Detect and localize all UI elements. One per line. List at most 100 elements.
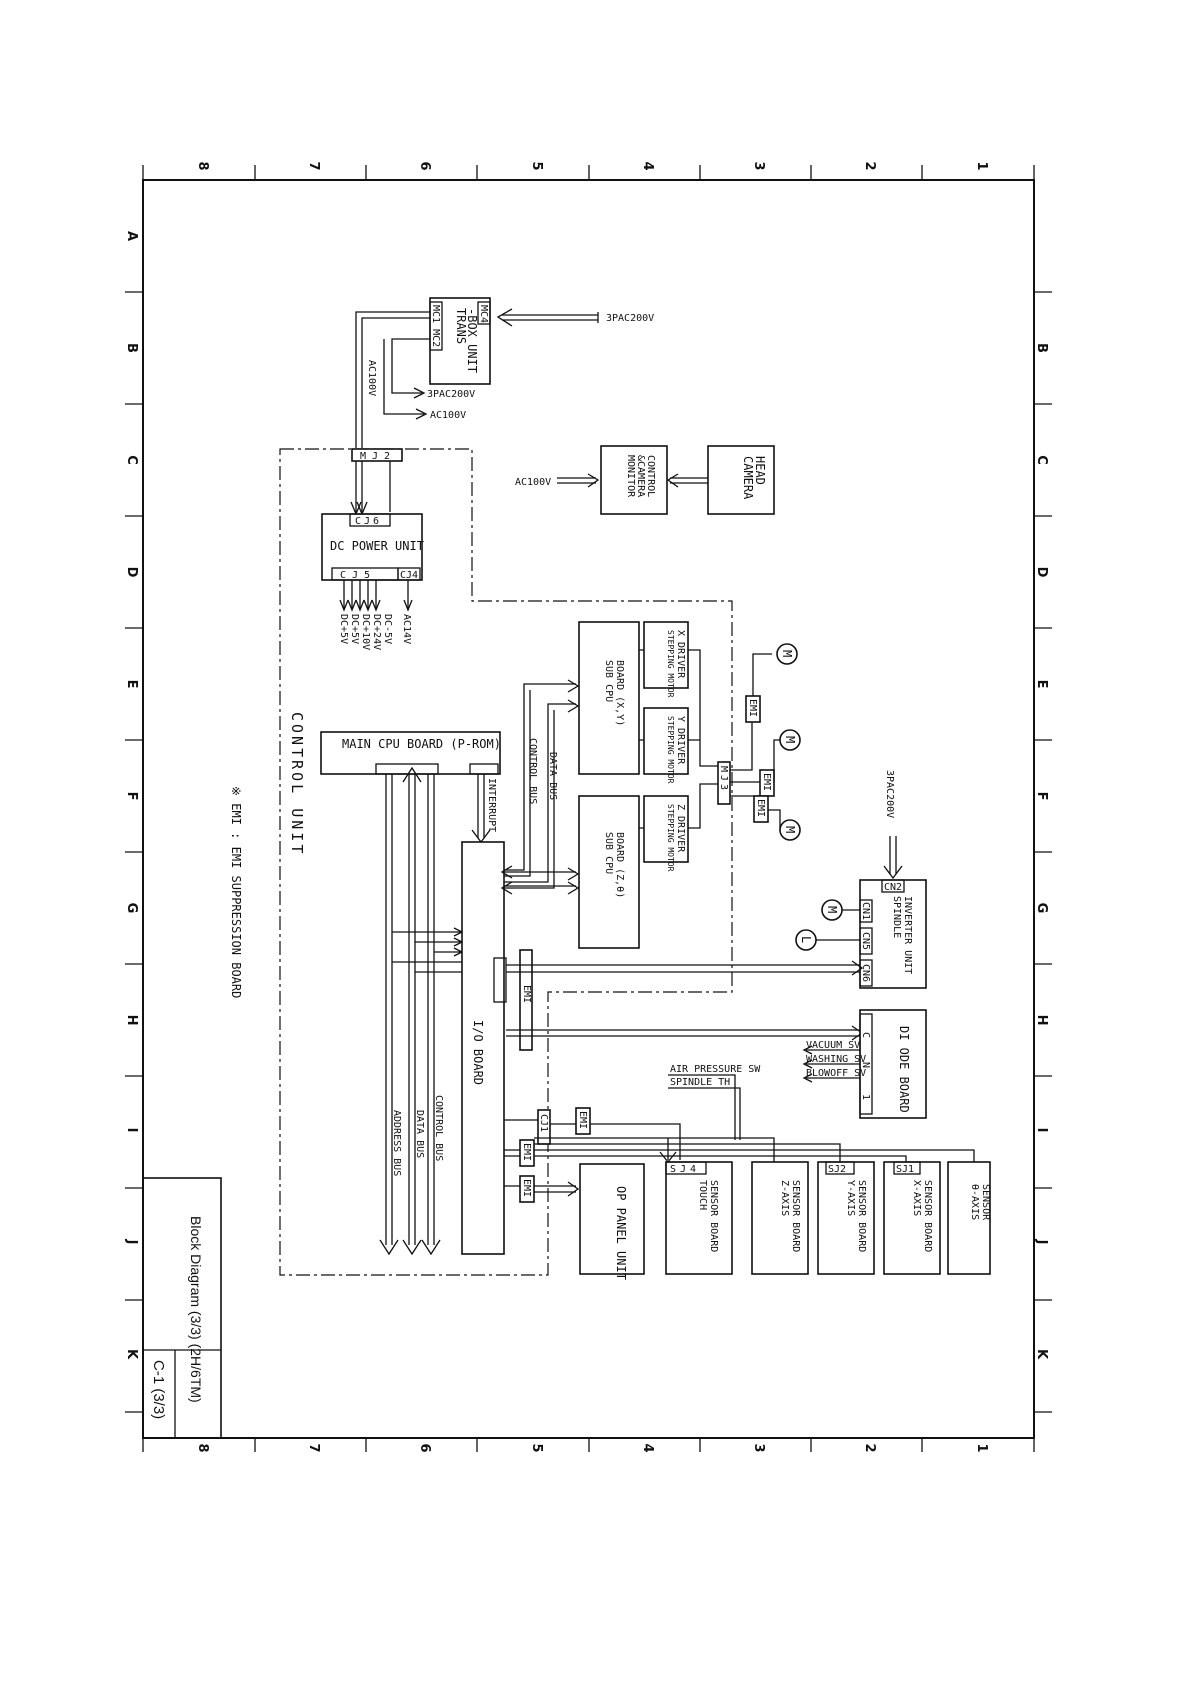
- row-label: J: [1034, 1239, 1049, 1245]
- arrow-3pac200v-out: [413, 387, 426, 399]
- op-panel-unit: OP PANEL UNIT: [579, 1163, 645, 1280]
- dc-outputs: DC+5V DC+5V DC+10V DC+24V DC-5V AC14V: [338, 580, 413, 650]
- svg-text:M: M: [825, 906, 839, 913]
- label-3pac200v-spindle: 3PAC200V: [884, 770, 895, 818]
- dc-power-label: DC POWER UNIT: [330, 539, 424, 553]
- col-label: 6: [417, 1443, 432, 1452]
- svg-text:X-AXIS SENSOR BOARD: X-AXIS SENSOR BOARD: [911, 1180, 933, 1252]
- connector-cj4: CJ4: [400, 570, 418, 581]
- col-label: 2: [862, 1443, 877, 1452]
- dc-out-3: DC+10V: [360, 614, 371, 650]
- wire-op-panel: [504, 1185, 576, 1193]
- row-label: D: [124, 567, 139, 578]
- label-spindle-th: SPINDLE TH: [670, 1077, 730, 1088]
- main-bus-lines: [379, 766, 441, 1256]
- svg-text:SUB CPU BOARD (Z,θ): SUB CPU BOARD (Z,θ): [603, 832, 625, 898]
- connector-mj2: [351, 448, 403, 462]
- row-label: H: [1034, 1015, 1049, 1026]
- svg-text:SJ1: SJ1: [896, 1164, 914, 1175]
- connector-mj3-label: MJ3: [718, 766, 729, 793]
- svg-text:EMI: EMI: [577, 1111, 588, 1129]
- row-label: J: [124, 1239, 139, 1245]
- svg-text:STEPPING MOTOR Y DRIVER: STEPPING MOTOR Y DRIVER: [665, 716, 686, 789]
- col-label: 7: [306, 161, 321, 170]
- svg-text:M: M: [783, 826, 797, 833]
- row-label: F: [124, 792, 139, 801]
- row-label: D: [1034, 567, 1049, 578]
- column-labels-top: 8 7 6 5 4 3 2 1: [195, 161, 989, 170]
- column-labels-bottom: 8 7 6 5 4 3 2 1: [195, 1443, 989, 1452]
- row-label: G: [124, 903, 139, 914]
- sub-cpu-board-zt: SUB CPU BOARD (Z,θ): [578, 795, 640, 949]
- arrow-3pac200v-in: [496, 308, 513, 327]
- row-label: E: [1034, 680, 1049, 689]
- col-label: 3: [751, 161, 766, 170]
- col-label: 8: [195, 1443, 210, 1452]
- y-axis-sensor-board: SJ2 Y-AXIS SENSOR BOARD: [817, 1161, 875, 1275]
- title-block-page: C-1 (3/3): [150, 1360, 167, 1419]
- bus-branches-to-io: [392, 931, 462, 973]
- col-label: 7: [306, 1443, 321, 1452]
- wire-ac100v-out: [383, 339, 424, 415]
- touch-sensor-board: SJ4 TOUCH SENSOR BOARD: [665, 1161, 733, 1275]
- control-unit-boundary: [279, 448, 733, 1276]
- control-unit-label: CONTROL UNIT: [288, 712, 306, 856]
- row-label: F: [1034, 792, 1049, 801]
- row-label: C: [1034, 455, 1049, 465]
- svg-text:CN1: CN1: [860, 902, 871, 920]
- trans-box-label: TRANS -BOX UNIT: [454, 308, 479, 373]
- dc-out-4: DC+24V: [371, 614, 382, 650]
- diode-board: DI ODE BOARD C N 1: [859, 1009, 927, 1119]
- row-label: K: [1034, 1349, 1049, 1360]
- row-label: C: [124, 455, 139, 465]
- svg-text:L: L: [799, 936, 813, 943]
- svg-text:1: 1: [860, 1094, 871, 1100]
- svg-text:EMI: EMI: [521, 1143, 532, 1161]
- drawing-frame: [125, 165, 1052, 1452]
- camera-head: CAMERA HEAD: [707, 445, 775, 515]
- svg-text:SUB CPU BOARD (X,Y): SUB CPU BOARD (X,Y): [603, 660, 625, 726]
- label-air-pressure: AIR PRESSURE SW: [670, 1064, 761, 1075]
- drivers-to-mj3: [688, 649, 718, 829]
- wire-3pac200v-in: [502, 314, 598, 321]
- label-ac100v-monitor: AC100V: [515, 477, 551, 488]
- svg-text:TOUCH SENSOR BOARD: TOUCH SENSOR BOARD: [697, 1180, 719, 1252]
- col-label: 5: [529, 1443, 544, 1452]
- svg-text:EMI: EMI: [747, 699, 758, 717]
- col-label: 1: [974, 1443, 989, 1452]
- theta-axis-sensor: θ-AXIS SENSOR: [947, 1161, 991, 1275]
- svg-text:CN2: CN2: [884, 882, 902, 893]
- svg-text:EMI: EMI: [521, 985, 532, 1003]
- svg-text:CN5: CN5: [860, 932, 871, 950]
- label-control-bus-v: CONTROL BUS: [527, 738, 538, 804]
- svg-text:C: C: [860, 1032, 871, 1038]
- ac14v-output: AC14V: [401, 614, 412, 644]
- wire-camera-to-monitor: [670, 477, 708, 484]
- wire-mj2-to-cj6: [355, 461, 391, 512]
- wire-ac100v-monitor: [557, 477, 596, 484]
- row-label: B: [124, 343, 139, 353]
- io-board-label: I/O BOARD: [471, 1020, 485, 1085]
- label-interrupt: INTERRUPT: [486, 778, 497, 832]
- row-label: H: [124, 1015, 139, 1026]
- sub-cpu-board-xy: SUB CPU BOARD (X,Y): [578, 621, 640, 775]
- svg-text:STEPPING MOTOR X DRIVER: STEPPING MOTOR X DRIVER: [665, 630, 686, 703]
- eml-z: [753, 795, 769, 823]
- svg-text:EMI: EMI: [521, 1179, 532, 1197]
- label-control-bus: CONTROL BUS: [433, 1095, 444, 1161]
- motor-x-icon: [776, 643, 798, 665]
- main-cpu-board: MAIN CPU BOARD (P-ROM): [320, 731, 501, 775]
- svg-text:θ-AXIS SENSOR: θ-AXIS SENSOR: [969, 1184, 991, 1226]
- z-driver: STEPPING MOTOR Z DRIVER: [643, 795, 689, 872]
- row-label: I: [124, 1128, 139, 1133]
- diode-board-label: DI ODE BOARD: [897, 1026, 911, 1113]
- x-driver: STEPPING MOTOR X DRIVER: [643, 621, 689, 703]
- emi-note: ※ EMI : EMI SUPPRESSION BOARD: [229, 786, 243, 998]
- main-cpu-label: MAIN CPU BOARD (P-ROM): [342, 737, 501, 751]
- connector-mj2-label: MJ2: [360, 451, 396, 462]
- dc-out-2: DC+5V: [349, 614, 360, 644]
- col-label: 2: [862, 161, 877, 170]
- arrow-ac100v-out: [415, 408, 428, 420]
- svg-text:CN6: CN6: [860, 964, 871, 982]
- dc-out-1: DC+5V: [338, 614, 349, 644]
